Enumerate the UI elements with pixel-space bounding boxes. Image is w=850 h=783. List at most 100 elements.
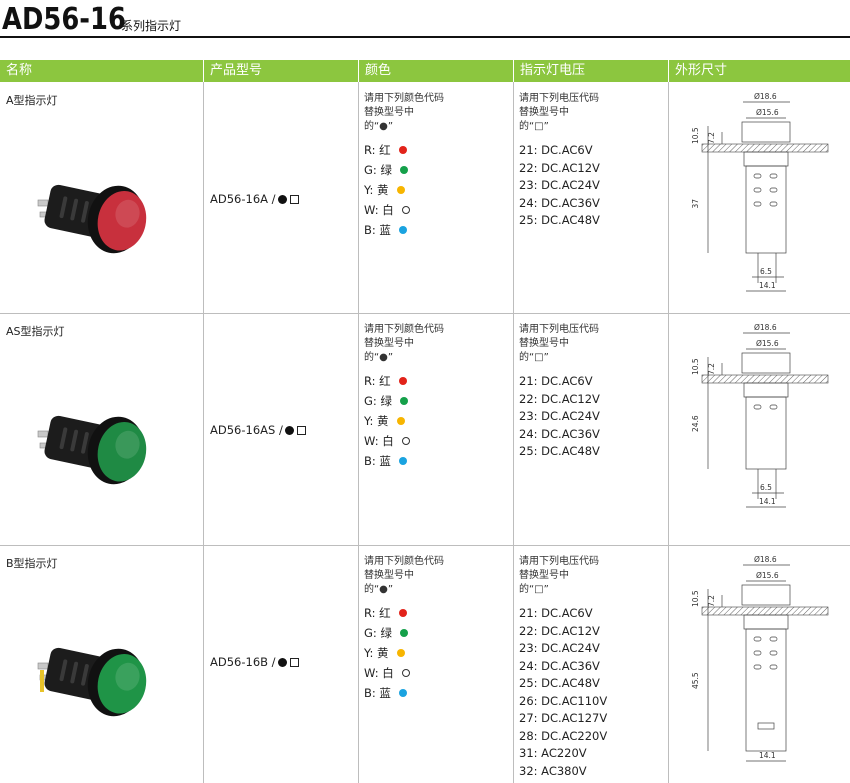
column-header-dimensions: 外形尺寸 — [675, 63, 728, 78]
color-code-item: Y: 黄 — [364, 180, 410, 200]
color-swatch-icon — [399, 166, 408, 174]
dim-head-height: 10.5 — [691, 590, 700, 607]
color-swatch-icon — [398, 689, 407, 697]
color-code-symbol — [284, 426, 294, 435]
page-title: AD56-16 — [2, 2, 126, 37]
color-code-item: R: 红 — [364, 371, 410, 391]
color-note-line: 替换型号中 — [364, 338, 414, 349]
voltage-note-line: 请用下列电压代码 — [519, 93, 599, 104]
column-divider — [668, 82, 669, 783]
color-swatch-icon — [399, 397, 408, 405]
color-code-item: G: 绿 — [364, 160, 410, 180]
dim-body-width: 14.1 — [759, 497, 776, 506]
color-code-symbol — [277, 658, 287, 667]
color-code-item: G: 绿 — [364, 623, 410, 643]
color-swatch-icon — [396, 186, 405, 194]
dim-lens-height: 7.2 — [707, 363, 716, 375]
column-divider — [358, 82, 359, 783]
color-code-list: R: 红 G: 绿 Y: 黄 W: 白 B: 蓝 — [364, 371, 410, 471]
voltage-code-item: 23: DC.AC24V — [519, 641, 600, 655]
color-code-label: G: 绿 — [364, 626, 392, 640]
color-code-item: Y: 黄 — [364, 411, 410, 431]
dim-body-width: 14.1 — [759, 751, 776, 760]
dim-outer-diameter: Ø18.6 — [754, 92, 777, 101]
voltage-note-line: 替换型号中 — [519, 107, 569, 118]
dim-body-length: 45.5 — [691, 672, 700, 689]
color-note-line: 的“●” — [364, 121, 394, 132]
color-note-line: 替换型号中 — [364, 107, 414, 118]
color-code-list: R: 红 G: 绿 Y: 黄 W: 白 B: 蓝 — [364, 603, 410, 703]
color-note: 请用下列颜色代码替换型号中的“●” — [364, 92, 444, 134]
color-code-label: W: 白 — [364, 666, 394, 680]
dim-body-length: 24.6 — [691, 415, 700, 432]
dim-body-length: 37 — [691, 199, 700, 209]
voltage-code-item: 23: DC.AC24V — [519, 178, 600, 192]
row-divider — [0, 545, 850, 546]
voltage-code-item: 32: AC380V — [519, 763, 587, 778]
color-code-label: W: 白 — [364, 434, 394, 448]
voltage-code-item: 25: DC.AC48V — [519, 676, 600, 690]
dim-outer-diameter: Ø18.6 — [754, 555, 777, 564]
color-swatch-icon — [401, 669, 410, 677]
color-swatch-icon — [398, 609, 407, 617]
model-prefix: AD56-16A / — [210, 192, 276, 206]
voltage-code-symbol — [289, 658, 299, 667]
color-code-symbol — [277, 195, 287, 204]
dim-head-height: 10.5 — [691, 127, 700, 144]
voltage-code-item: 27: DC.AC127V — [519, 711, 608, 725]
column-header-name: 名称 — [6, 63, 33, 78]
column-header-color: 颜色 — [365, 63, 392, 78]
color-code-label: G: 绿 — [364, 163, 392, 177]
row-name: AS型指示灯 — [6, 325, 65, 338]
header-separator — [668, 60, 669, 82]
voltage-code-symbol — [296, 426, 306, 435]
model-prefix: AD56-16B / — [210, 655, 276, 669]
column-divider — [203, 82, 204, 783]
color-code-label: Y: 黄 — [364, 414, 389, 428]
header-separator — [203, 60, 204, 82]
voltage-note: 请用下列电压代码替换型号中的“□” — [519, 555, 599, 597]
voltage-note-line: 替换型号中 — [519, 570, 569, 581]
dim-pin-spacing: 6.5 — [760, 267, 772, 276]
color-code-label: B: 蓝 — [364, 454, 391, 468]
color-swatch-icon — [398, 146, 407, 154]
voltage-code-item: 22: DC.AC12V — [519, 160, 600, 175]
color-code-label: R: 红 — [364, 606, 391, 620]
voltage-note: 请用下列电压代码替换型号中的“□” — [519, 92, 599, 134]
voltage-code-item: 21: DC.AC6V — [519, 374, 593, 388]
color-note-line: 请用下列颜色代码 — [364, 93, 444, 104]
row-divider — [0, 313, 850, 314]
voltage-code-item: 26: DC.AC110V — [519, 693, 608, 708]
table-header: 名称 产品型号 颜色 指示灯电压 外形尺寸 — [0, 60, 850, 82]
color-code-label: Y: 黄 — [364, 646, 389, 660]
dim-outer-diameter: Ø18.6 — [754, 323, 777, 332]
row-name: B型指示灯 — [6, 557, 58, 570]
row-name: A型指示灯 — [6, 94, 58, 107]
model-number: AD56-16B / — [210, 655, 299, 669]
color-code-item: W: 白 — [364, 200, 410, 220]
voltage-code-item: 21: DC.AC6V — [519, 606, 593, 620]
voltage-code-item: 21: DC.AC6V — [519, 143, 593, 157]
dim-lens-height: 7.2 — [707, 132, 716, 144]
dim-lens-height: 7.2 — [707, 595, 716, 607]
dim-inner-diameter: Ø15.6 — [756, 108, 779, 117]
color-note-line: 替换型号中 — [364, 570, 414, 581]
color-code-item: B: 蓝 — [364, 683, 410, 703]
color-code-label: R: 红 — [364, 374, 391, 388]
color-swatch-icon — [398, 377, 407, 385]
color-swatch-icon — [398, 226, 407, 234]
color-code-item: Y: 黄 — [364, 643, 410, 663]
color-swatch-icon — [401, 206, 410, 214]
voltage-code-item: 31: AC220V — [519, 746, 587, 760]
color-code-item: W: 白 — [364, 431, 410, 451]
voltage-note-line: 替换型号中 — [519, 338, 569, 349]
color-code-item: B: 蓝 — [364, 451, 410, 471]
color-code-label: G: 绿 — [364, 394, 392, 408]
color-code-label: R: 红 — [364, 143, 391, 157]
voltage-code-item: 25: DC.AC48V — [519, 213, 600, 227]
color-note: 请用下列颜色代码替换型号中的“●” — [364, 555, 444, 597]
